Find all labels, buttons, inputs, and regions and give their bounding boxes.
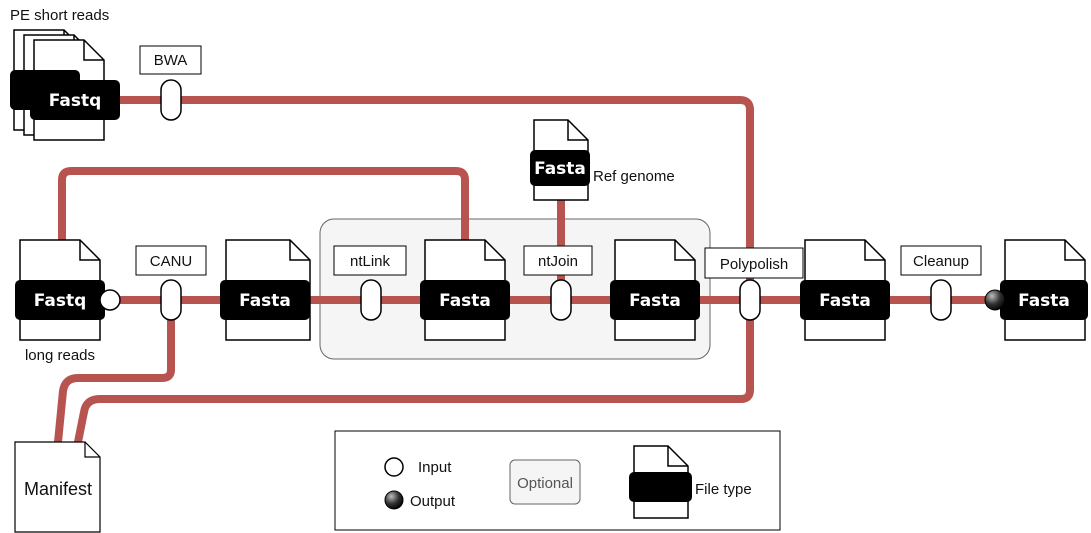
cleanup-label-box — [900, 245, 982, 276]
legend-input-icon — [384, 457, 404, 477]
ref-genome-file: Fasta — [530, 119, 590, 201]
legend-file-type-label: File type — [695, 481, 752, 498]
polypolish-output-file: Fasta — [800, 239, 890, 341]
long-reads-input-port — [99, 289, 121, 311]
polypolish-label: Polypolish — [720, 256, 788, 273]
manifest-file — [14, 441, 101, 533]
long-reads-badge — [15, 280, 105, 320]
legend-optional-box — [509, 459, 581, 505]
ntlink-label: ntLink — [350, 253, 391, 270]
long-reads-file: Fastq — [15, 239, 105, 341]
bwa-step-node[interactable] — [160, 79, 182, 121]
short-reads-label: PE short reads — [10, 7, 109, 24]
ntlink-step-node[interactable] — [360, 279, 382, 321]
long-reads-type: Fastq — [34, 291, 87, 311]
ntjoin-label: ntJoin — [538, 253, 578, 270]
ntjoin-output-file: Fasta — [610, 239, 700, 341]
final-output-file: Fasta — [1000, 239, 1088, 341]
final-output-port — [984, 289, 1006, 311]
canu-output-type: Fasta — [239, 291, 291, 311]
canu-label-box — [135, 245, 207, 276]
ntjoin-step-node[interactable] — [550, 279, 572, 321]
legend-input-label: Input — [418, 459, 452, 476]
polypolish-step-node[interactable] — [739, 279, 761, 321]
ref-genome-label: Ref genome — [593, 168, 675, 185]
legend-file-type-icon — [629, 445, 692, 519]
bwa-label: BWA — [154, 52, 188, 69]
canu-output-file: Fasta — [220, 239, 311, 341]
legend-optional-label: Optional — [517, 475, 573, 492]
cleanup-step-node[interactable] — [930, 279, 952, 321]
ntlink-label-box — [333, 245, 407, 276]
short-reads-type: Fastq — [49, 91, 102, 111]
short-reads-badge — [30, 80, 120, 120]
ntlink-output-file: Fasta — [420, 239, 510, 341]
long-reads-label: long reads — [25, 347, 95, 364]
canu-step-node[interactable] — [160, 279, 182, 321]
short-reads-files: Fastq — [10, 29, 120, 141]
pipe-short-reads — [111, 96, 754, 304]
canu-label: CANU — [150, 253, 193, 270]
polypolish-output-type: Fasta — [819, 291, 871, 311]
legend-output-label: Output — [410, 493, 456, 510]
final-output-type: Fasta — [1018, 291, 1070, 311]
pipe-long-reads-loop — [58, 167, 469, 246]
ntlink-output-type: Fasta — [439, 291, 491, 311]
pipe-canu-manifest — [54, 296, 175, 446]
ref-genome-type: Fasta — [534, 159, 586, 179]
polypolish-label-box — [704, 247, 804, 279]
ntjoin-label-box — [523, 245, 593, 276]
legend-output-icon — [384, 490, 404, 510]
cleanup-label: Cleanup — [913, 253, 969, 270]
bwa-label-box — [139, 45, 202, 75]
pipe-manifest-polypolish — [74, 296, 754, 446]
optional-group-box — [319, 218, 711, 360]
manifest-label: Manifest — [24, 479, 92, 499]
ntjoin-output-type: Fasta — [629, 291, 681, 311]
